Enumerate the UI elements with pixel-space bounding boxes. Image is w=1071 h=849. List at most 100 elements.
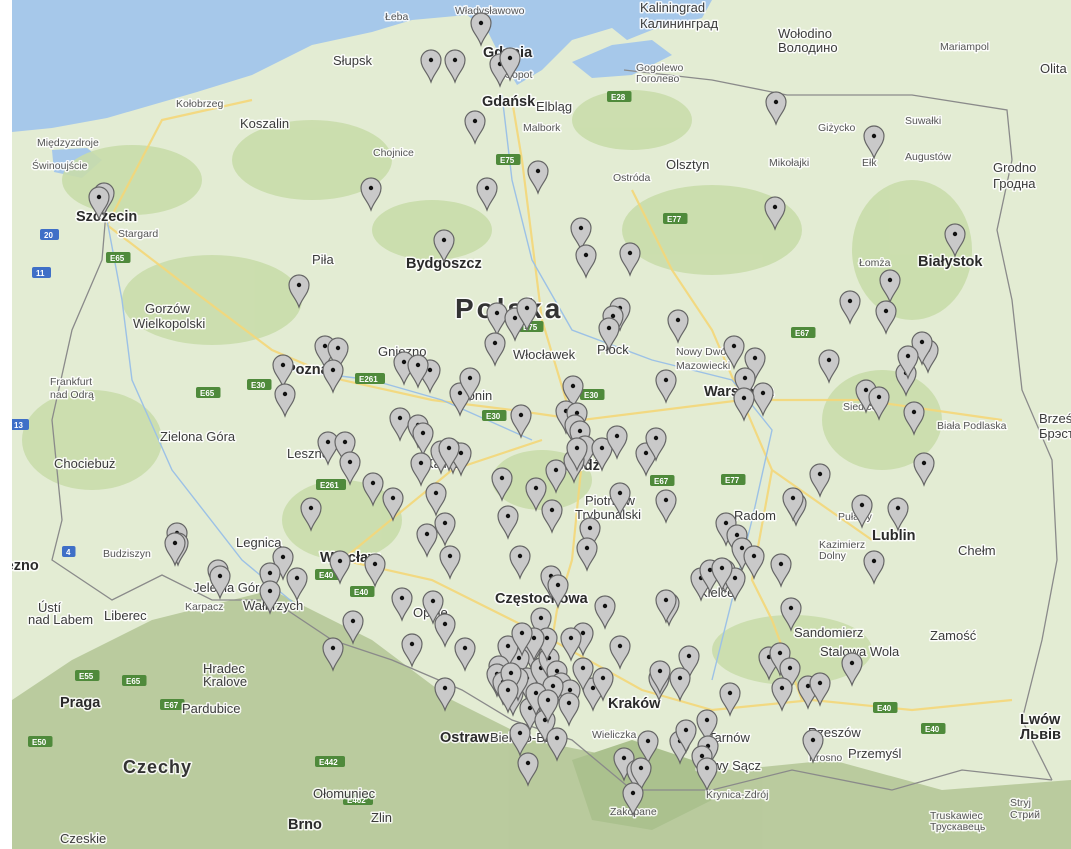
map-pin-icon[interactable]	[259, 580, 281, 615]
map-pin-icon[interactable]	[88, 186, 110, 221]
map-pin-icon[interactable]	[322, 637, 344, 672]
map-pin-icon[interactable]	[655, 489, 677, 524]
map-pin-icon[interactable]	[288, 274, 310, 309]
map-pin-icon[interactable]	[841, 652, 863, 687]
map-pin-icon[interactable]	[711, 557, 733, 592]
map-pin-icon[interactable]	[913, 452, 935, 487]
map-pin-icon[interactable]	[598, 317, 620, 352]
map-pin-icon[interactable]	[412, 422, 434, 457]
map-pin-icon[interactable]	[525, 477, 547, 512]
map-pin-icon[interactable]	[887, 497, 909, 532]
map-pin-icon[interactable]	[764, 196, 786, 231]
map-pin-icon[interactable]	[433, 229, 455, 264]
map-pin-icon[interactable]	[667, 309, 689, 344]
map-pin-icon[interactable]	[897, 345, 919, 380]
map-pin-icon[interactable]	[530, 607, 552, 642]
map-pin-icon[interactable]	[779, 657, 801, 692]
map-pin-icon[interactable]	[780, 597, 802, 632]
map-pin-icon[interactable]	[499, 47, 521, 82]
map-pin-icon[interactable]	[570, 217, 592, 252]
map-pin-icon[interactable]	[497, 635, 519, 670]
map-pin-icon[interactable]	[669, 667, 691, 702]
map-pin-icon[interactable]	[655, 589, 677, 624]
map-pin-icon[interactable]	[545, 459, 567, 494]
map-pin-icon[interactable]	[592, 667, 614, 702]
map-pin-icon[interactable]	[649, 660, 671, 695]
map-pin-icon[interactable]	[484, 332, 506, 367]
map-pin-icon[interactable]	[752, 382, 774, 417]
map-pin-icon[interactable]	[407, 354, 429, 389]
map-pin-icon[interactable]	[420, 49, 442, 84]
map-pin-icon[interactable]	[818, 349, 840, 384]
map-pin-icon[interactable]	[164, 532, 186, 567]
map-pin-icon[interactable]	[576, 537, 598, 572]
map-pin-icon[interactable]	[802, 729, 824, 764]
map-pin-icon[interactable]	[339, 451, 361, 486]
map-pin-icon[interactable]	[444, 49, 466, 84]
map-pin-icon[interactable]	[782, 487, 804, 522]
map-pin-icon[interactable]	[719, 682, 741, 717]
map-pin-icon[interactable]	[509, 722, 531, 757]
map-pin-icon[interactable]	[509, 545, 531, 580]
map-pin-icon[interactable]	[364, 553, 386, 588]
map-pin-icon[interactable]	[317, 431, 339, 466]
map-pin-icon[interactable]	[362, 472, 384, 507]
map-pin-icon[interactable]	[675, 719, 697, 754]
map-pin-icon[interactable]	[734, 367, 756, 402]
map-pin-icon[interactable]	[609, 482, 631, 517]
map-pin-icon[interactable]	[464, 110, 486, 145]
map-pin-icon[interactable]	[696, 709, 718, 744]
map-pin-icon[interactable]	[839, 290, 861, 325]
map-pin-icon[interactable]	[434, 512, 456, 547]
map-pin-icon[interactable]	[391, 587, 413, 622]
map-pin-icon[interactable]	[868, 386, 890, 421]
map-pin-icon[interactable]	[771, 677, 793, 712]
map-pin-icon[interactable]	[560, 627, 582, 662]
map-pin-icon[interactable]	[696, 757, 718, 792]
map-pin-icon[interactable]	[286, 567, 308, 602]
map-pin-icon[interactable]	[259, 562, 281, 597]
map-pin-icon[interactable]	[743, 545, 765, 580]
map-pin-icon[interactable]	[360, 177, 382, 212]
map-pin-icon[interactable]	[334, 431, 356, 466]
map-pin-icon[interactable]	[401, 633, 423, 668]
map-pin-icon[interactable]	[863, 550, 885, 585]
map-pin-icon[interactable]	[606, 425, 628, 460]
map-pin-icon[interactable]	[470, 12, 492, 47]
map-pin-icon[interactable]	[619, 242, 641, 277]
map-pin-icon[interactable]	[342, 610, 364, 645]
map-pin-icon[interactable]	[678, 645, 700, 680]
map-pin-icon[interactable]	[622, 782, 644, 817]
map-pin-icon[interactable]	[770, 553, 792, 588]
map-pin-icon[interactable]	[516, 297, 538, 332]
map-pin-icon[interactable]	[546, 727, 568, 762]
map-pin-icon[interactable]	[491, 467, 513, 502]
map-pin-icon[interactable]	[575, 244, 597, 279]
map-pin-icon[interactable]	[322, 359, 344, 394]
map-pin-icon[interactable]	[579, 517, 601, 552]
map-pin-icon[interactable]	[879, 269, 901, 304]
map-pin-icon[interactable]	[510, 404, 532, 439]
map-pin-icon[interactable]	[723, 335, 745, 370]
map-pin-icon[interactable]	[439, 545, 461, 580]
map-pin-icon[interactable]	[637, 730, 659, 765]
map-pin-icon[interactable]	[476, 177, 498, 212]
map-pin-icon[interactable]	[537, 689, 559, 724]
map-pin-icon[interactable]	[547, 574, 569, 609]
map-pin-icon[interactable]	[434, 613, 456, 648]
map-pin-icon[interactable]	[609, 635, 631, 670]
map-pin-icon[interactable]	[809, 672, 831, 707]
map-pin-icon[interactable]	[209, 565, 231, 600]
map-pin-icon[interactable]	[572, 657, 594, 692]
map-pin-icon[interactable]	[434, 677, 456, 712]
map-pin-icon[interactable]	[541, 499, 563, 534]
map-pin-icon[interactable]	[300, 497, 322, 532]
map-pin-icon[interactable]	[486, 302, 508, 337]
map-pin-icon[interactable]	[733, 387, 755, 422]
map-pin-icon[interactable]	[382, 487, 404, 522]
map-pin-icon[interactable]	[389, 407, 411, 442]
map-pin-icon[interactable]	[944, 223, 966, 258]
map-pin-icon[interactable]	[645, 427, 667, 462]
map-pin-icon[interactable]	[765, 91, 787, 126]
